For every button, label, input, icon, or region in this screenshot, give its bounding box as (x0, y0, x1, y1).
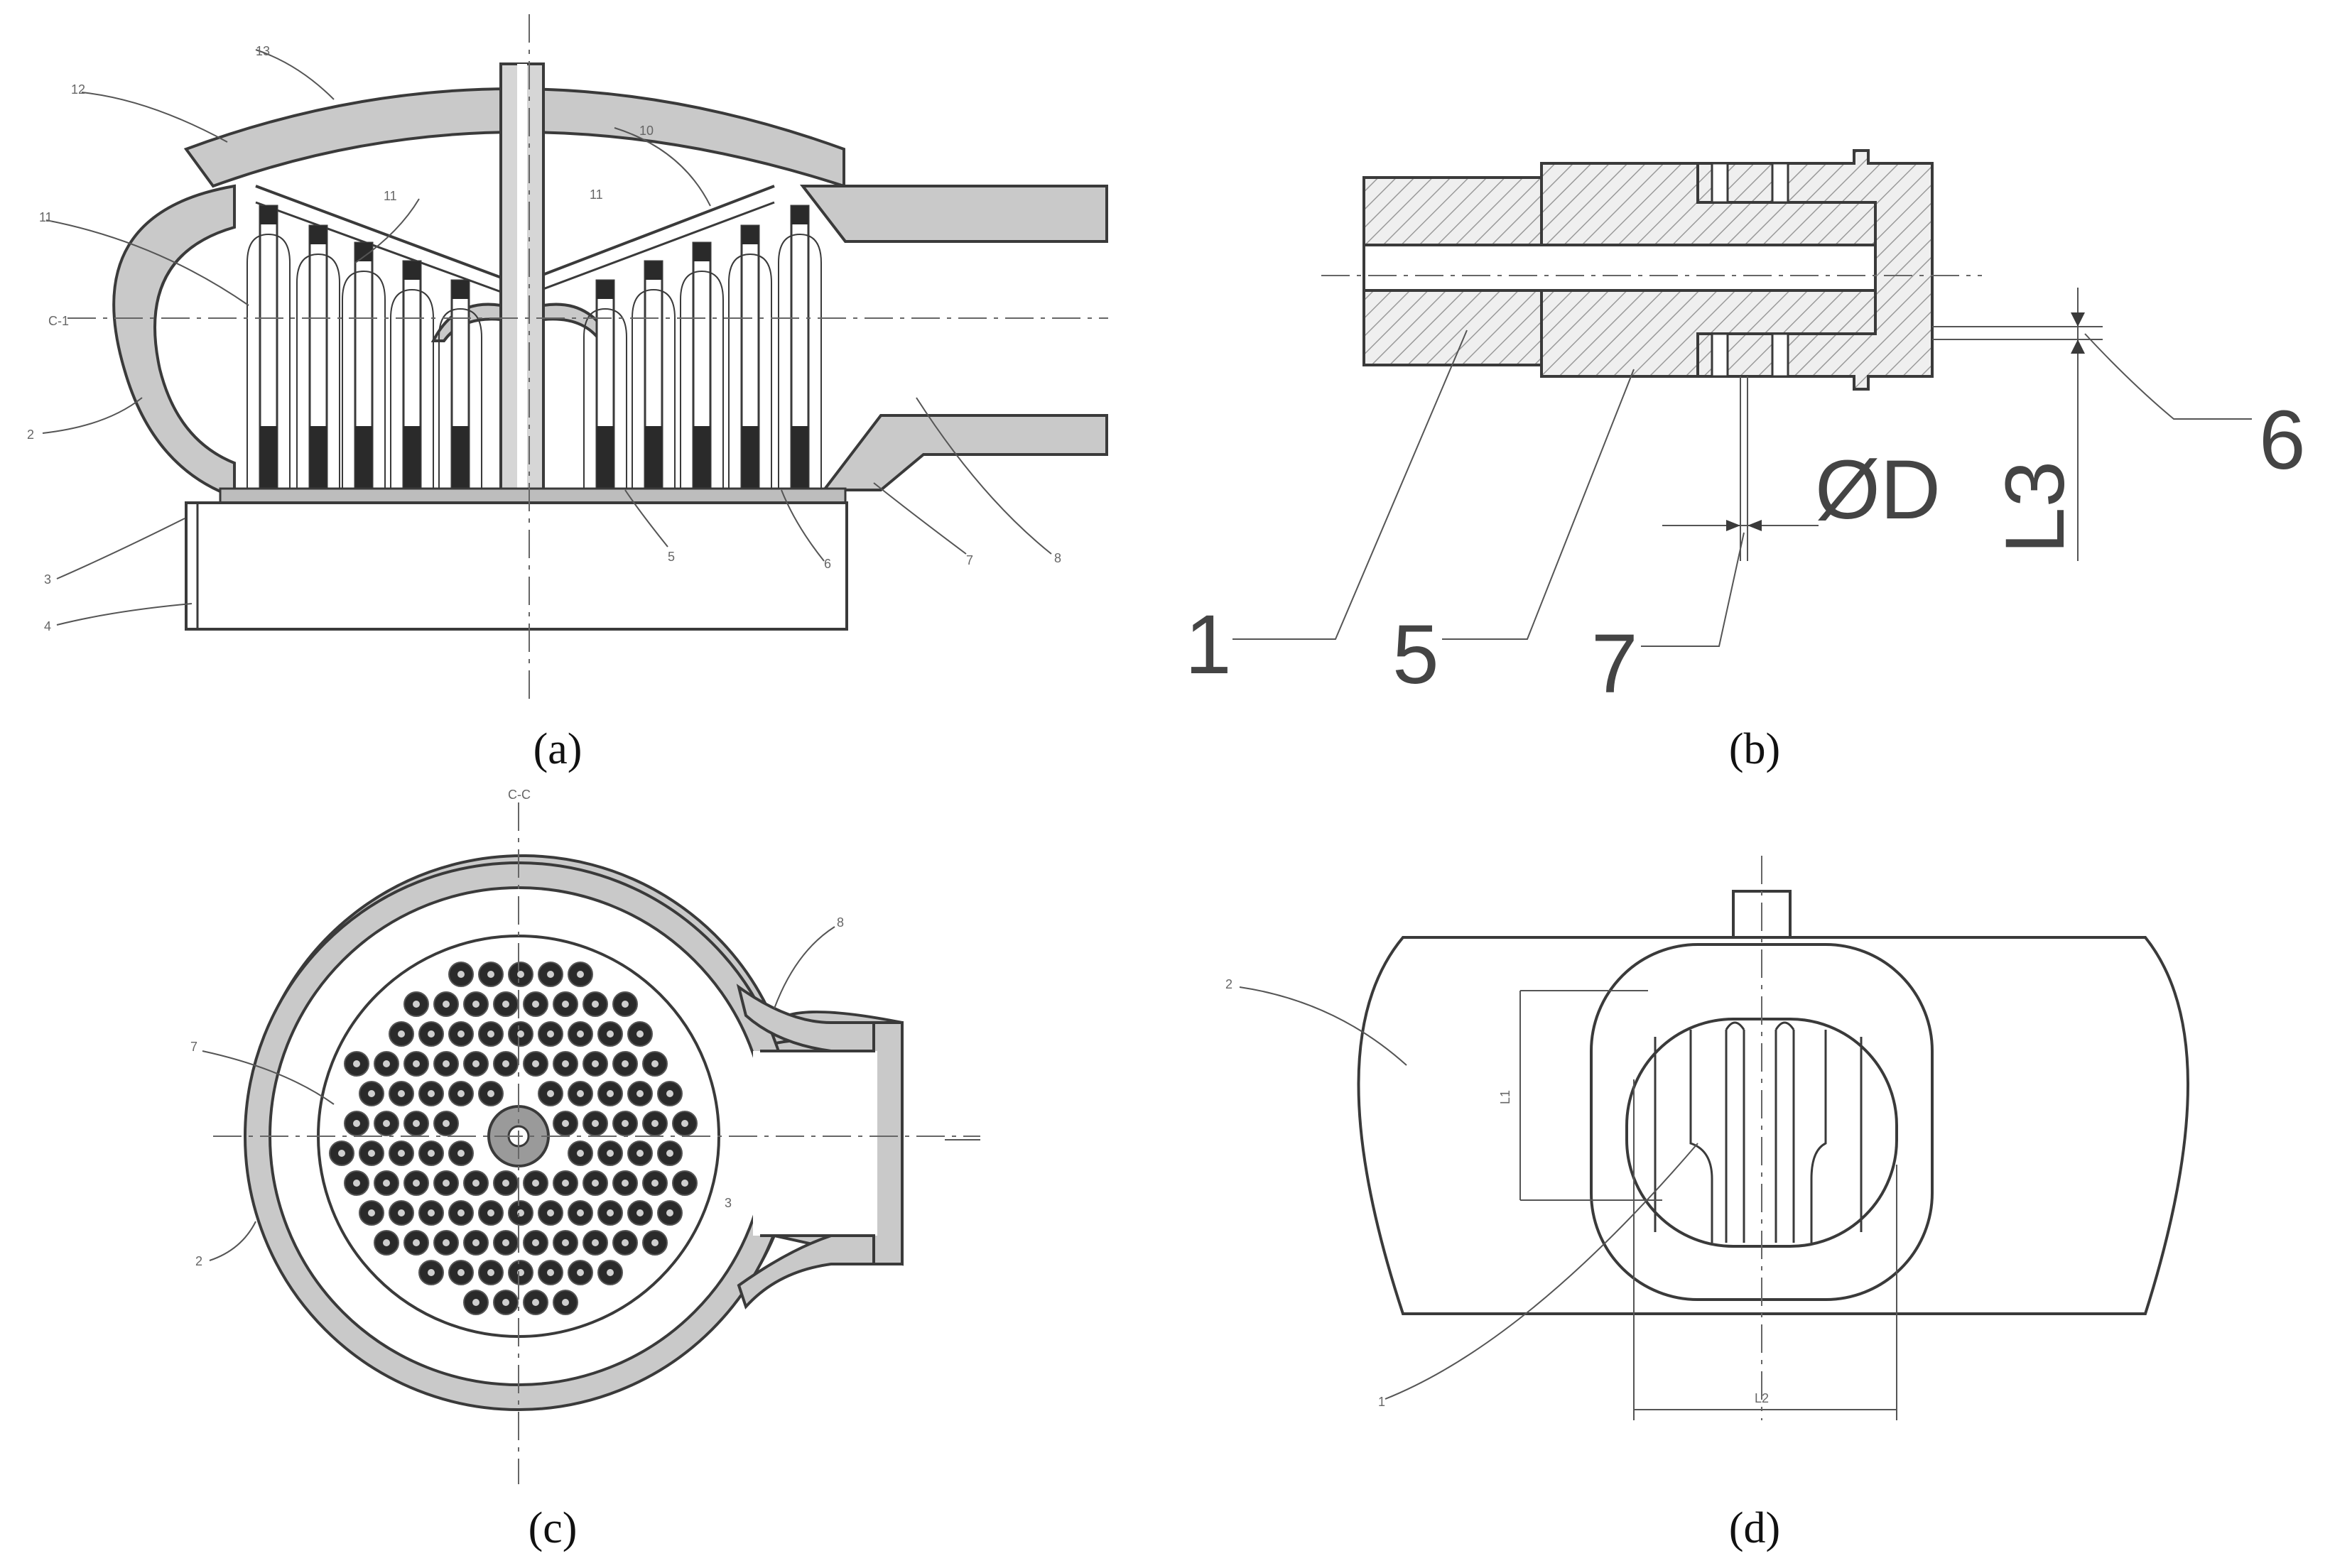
u-tubes-left (246, 205, 482, 490)
svg-text:3: 3 (725, 1196, 732, 1210)
svg-text:1: 1 (1378, 1395, 1385, 1409)
panel-a-leaders (42, 49, 1052, 626)
base-skirt (185, 501, 848, 631)
svg-text:7: 7 (190, 1040, 197, 1054)
outlet-pipe-top (799, 185, 1108, 243)
fin-tubes (1654, 1021, 1863, 1243)
caption-c: (c) (529, 1504, 578, 1552)
caption-a: (a) (533, 725, 582, 773)
label-6: 6 (2259, 393, 2306, 487)
svg-text:5: 5 (668, 550, 675, 564)
svg-text:11: 11 (384, 189, 397, 203)
svg-text:7: 7 (966, 553, 973, 567)
svg-text:8: 8 (1054, 551, 1061, 565)
svg-text:11: 11 (590, 187, 603, 202)
dim-l3: L3 (1988, 461, 2082, 554)
caption-d: (d) (1729, 1504, 1780, 1552)
panel-b-nozzle-section: 1 5 7 6 ØD L3 (b) (1185, 149, 2306, 773)
dim-l2: L2 (1755, 1391, 1769, 1405)
outlet-pipe-bottom (820, 414, 1108, 491)
svg-text:12: 12 (71, 82, 85, 97)
svg-text:8: 8 (837, 915, 844, 930)
svg-text:C-C: C-C (508, 788, 531, 802)
label-7: 7 (1591, 617, 1638, 711)
svg-text:2: 2 (195, 1254, 202, 1268)
label-1: 1 (1185, 598, 1232, 692)
label-5: 5 (1392, 608, 1439, 702)
tube-array (329, 962, 698, 1315)
svg-text:2: 2 (27, 428, 34, 442)
u-tubes-right (583, 205, 822, 490)
svg-text:6: 6 (824, 557, 831, 571)
left-bulb-wall (112, 184, 236, 499)
panel-d-side-view: 2 1 L1 L2 (d) (1225, 856, 2189, 1552)
svg-text:L1: L1 (1498, 1090, 1512, 1104)
svg-text:13: 13 (256, 44, 270, 58)
svg-text:10: 10 (639, 124, 654, 138)
panel-c-top-view: 7 2 8 3 C-C (c) (190, 788, 980, 1552)
svg-text:11: 11 (39, 210, 53, 224)
dome-shell (183, 87, 845, 188)
caption-b: (b) (1729, 725, 1780, 773)
panel-a-cross-section: 12 13 11 2 3 4 11 5 6 7 8 11 10 C-1 (a) (27, 14, 1108, 773)
svg-text:3: 3 (44, 572, 51, 587)
dim-phi-d: ØD (1815, 443, 1941, 537)
svg-text:2: 2 (1225, 977, 1232, 991)
svg-text:4: 4 (44, 619, 51, 633)
svg-text:C-1: C-1 (48, 314, 69, 328)
